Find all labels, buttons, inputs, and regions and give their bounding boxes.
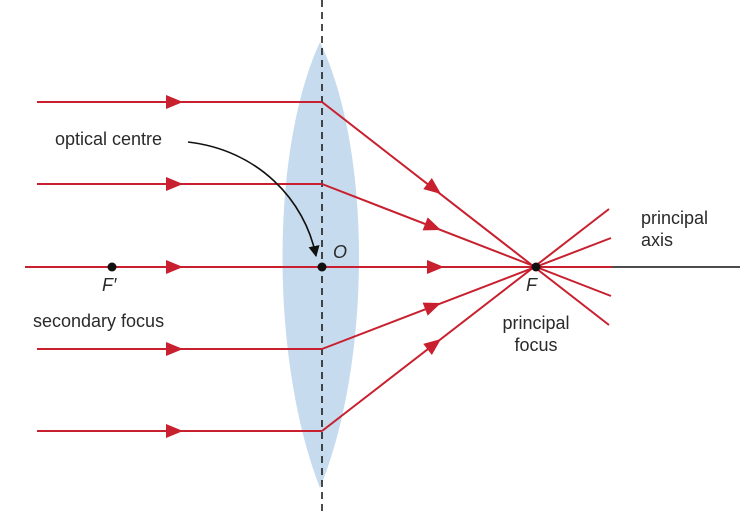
principal-focus-point	[531, 262, 541, 272]
refracted-ray-2	[321, 183, 612, 297]
principal-focus-label-line2: focus	[514, 334, 558, 355]
optical-centre-pointer-arrow	[187, 141, 320, 258]
ray-arrowhead	[166, 342, 183, 356]
ray-arrowhead	[423, 178, 441, 194]
principal-axis-label-line1: principal	[641, 208, 709, 228]
principal-focus-label: principal focus	[486, 313, 586, 356]
refracted-ray-1	[321, 101, 610, 326]
secondary-focus-label: secondary focus	[33, 311, 165, 331]
optical-centre-label: optical centre	[55, 129, 163, 149]
ray-arrowhead	[422, 302, 441, 316]
refracted-ray-5	[321, 208, 610, 432]
ray-arrowhead	[166, 177, 183, 191]
ray-arrowhead	[427, 260, 444, 274]
f-label: F	[526, 275, 537, 295]
ray-arrowhead	[166, 95, 183, 109]
secondary-focus-point	[107, 262, 117, 272]
ray-arrowhead	[166, 260, 183, 274]
principal-axis-label: principal axis	[641, 208, 708, 251]
ray-arrowhead	[423, 339, 441, 355]
principal-axis-label-line2: axis	[641, 229, 674, 250]
point-o-label: O	[333, 242, 348, 262]
ray-arrowhead	[422, 217, 441, 231]
optical-centre-point	[317, 262, 327, 272]
ray-arrowhead	[166, 424, 183, 438]
f-prime-label: F′	[102, 275, 117, 295]
refracted-ray-4	[321, 237, 612, 350]
principal-focus-label-line1: principal	[502, 313, 570, 333]
